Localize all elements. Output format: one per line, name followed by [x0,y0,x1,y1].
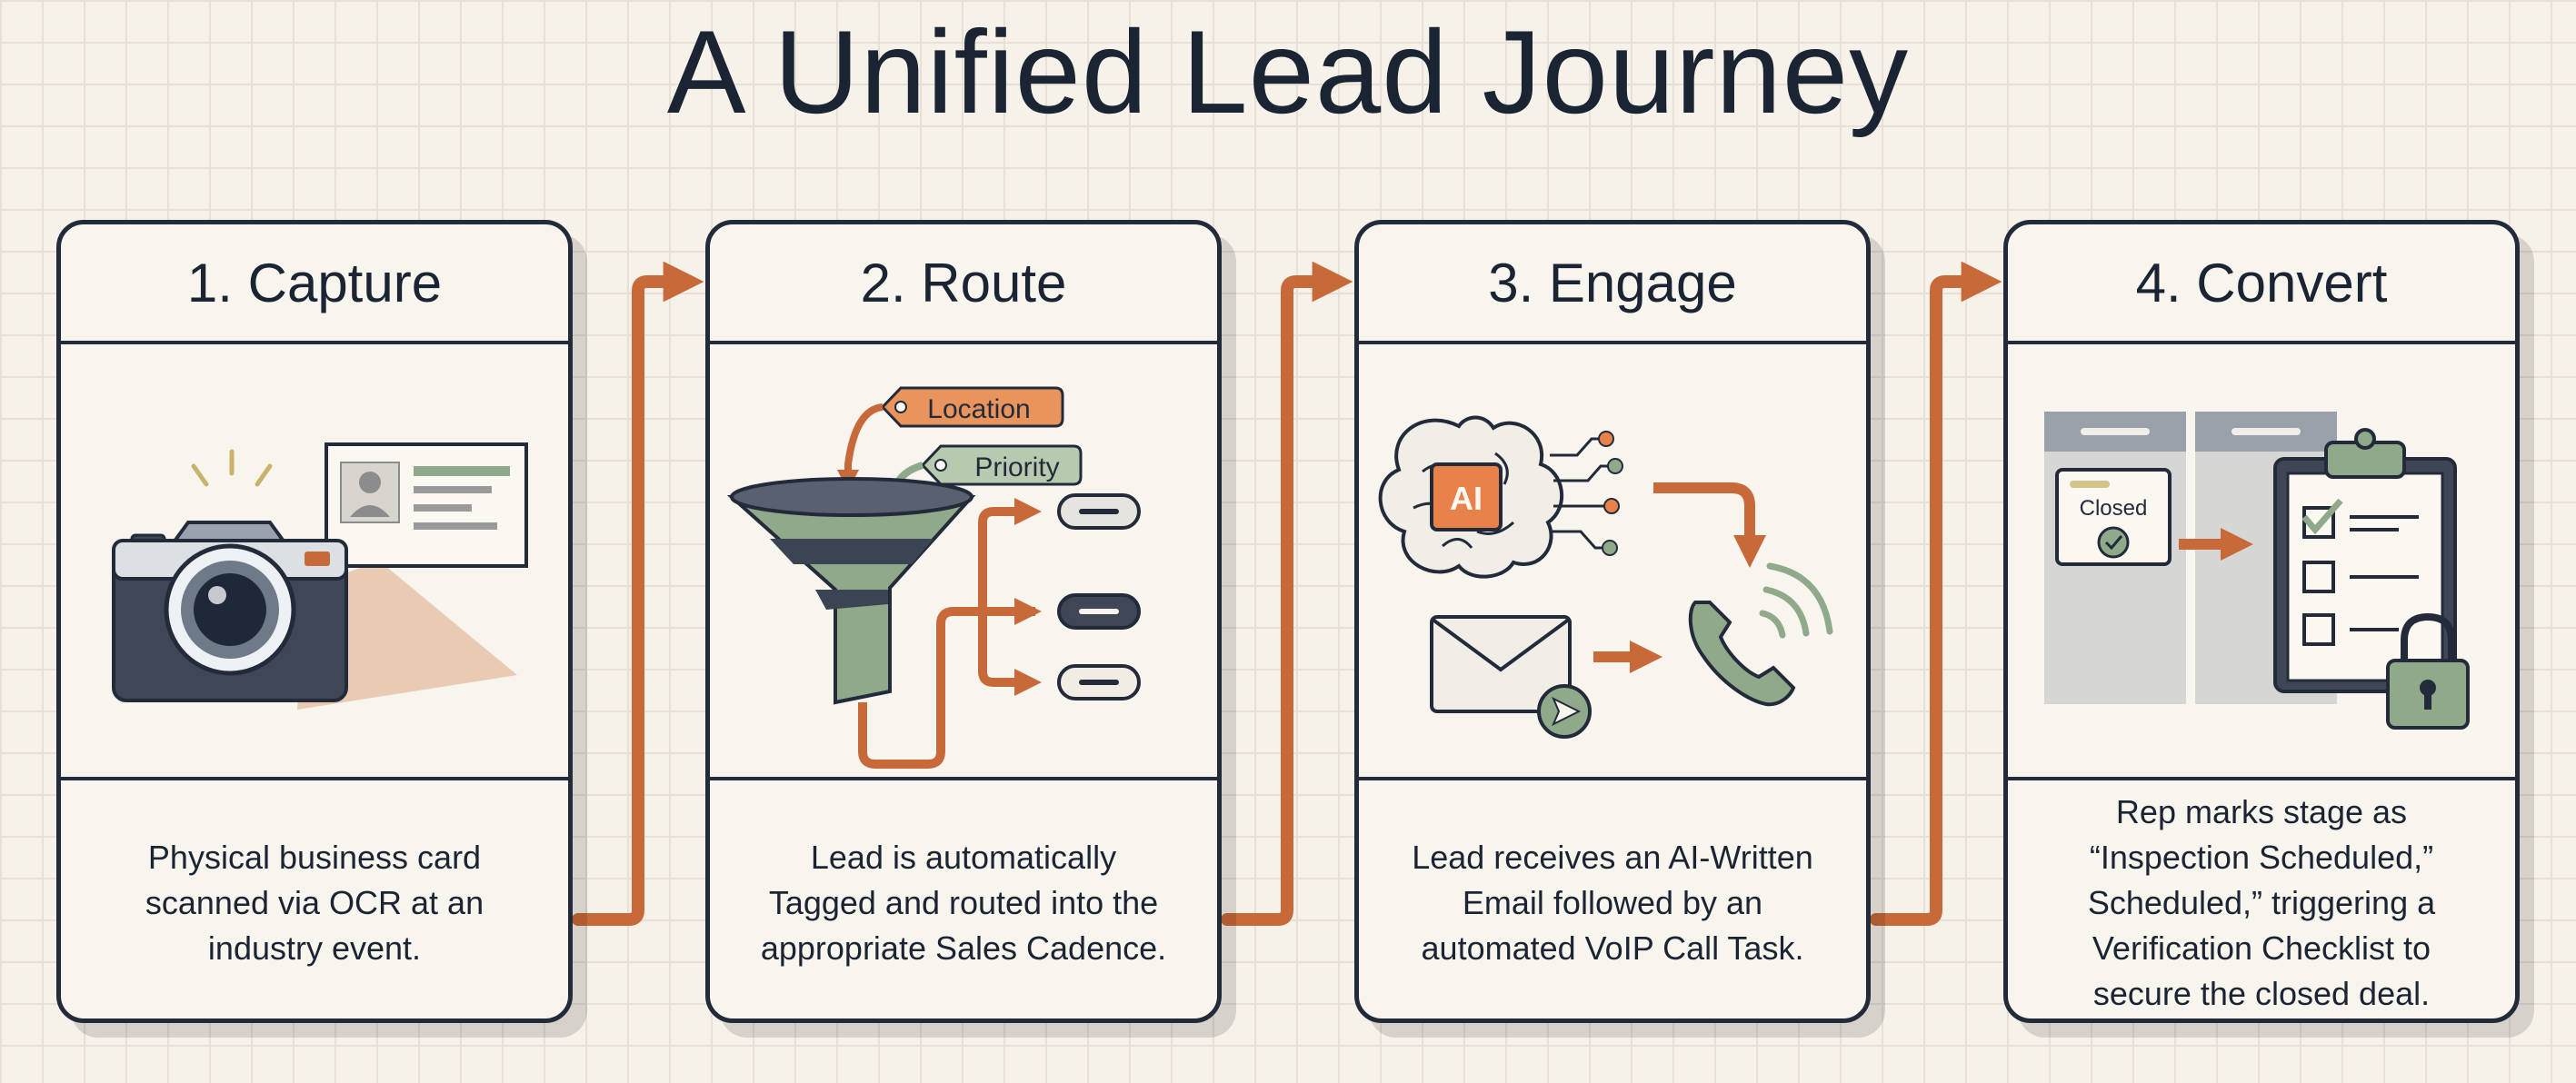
step-description: Rep marks stage as “Inspection Scheduled… [2008,777,2515,1018]
checklist-clipboard-icon [2273,428,2457,693]
step-card-engage: 3. Engage AI [1354,220,1871,1023]
business-card-icon [324,442,528,568]
step-title: 4. Convert [2008,224,2515,344]
description-line: automated VoIP Call Task. [1421,929,1804,967]
page-title: A Unified Lead Journey [666,5,1910,138]
closed-stage-card-icon: Closed [2055,468,2172,566]
description-line: Lead is automatically [810,839,1117,876]
funnel-icon [726,477,976,705]
description-line: Lead receives an AI-Written [1412,839,1813,876]
lock-icon [2386,612,2470,730]
flash-lines-icon [191,449,273,487]
description-line: Tagged and routed into the [768,884,1159,921]
tag-label-priority: Priority [974,452,1059,482]
lane-pill-icon [1057,664,1141,700]
step-title: 1. Capture [61,224,568,344]
scan-beam-icon [297,561,517,710]
tag-label-location: Location [927,394,1030,424]
phone-call-icon [1688,562,1833,707]
camera-icon [112,521,348,702]
description-line: appropriate Sales Cadence. [760,929,1167,967]
step-title: 3. Engage [1359,224,1866,344]
step-description: Lead receives an AI-Written Email follow… [1359,777,1866,1018]
description-line: Rep marks stage as [2115,793,2408,830]
step-card-capture: 1. Capture [56,220,573,1023]
description-line: Physical business card [147,839,482,876]
description-line: industry event. [207,929,422,967]
step-title: 2. Route [710,224,1217,344]
description-line: Email followed by an [1462,884,1763,921]
description-line: secure the closed deal. [2092,975,2431,1012]
connector-arrow-3-4 [1870,261,2002,926]
priority-tag-icon: Priority [920,444,1083,486]
ai-brain-icon: AI [1378,415,1623,579]
connector-arrow-1-2 [572,261,704,926]
lane-pill-icon [1057,593,1141,630]
stage-card-label: Closed [2080,496,2148,521]
connector-arrow-2-3 [1221,261,1353,926]
step-card-route: 2. Route Location Priority [705,220,1222,1023]
description-line: Scheduled,” triggering a [2087,884,2436,921]
send-icon [1537,684,1592,739]
description-line: “Inspection Scheduled,” [2089,839,2434,876]
step-description: Lead is automatically Tagged and routed … [710,777,1217,1018]
step-card-convert: 4. Convert Closed [2003,220,2520,1023]
step-illustration: Location Priority [710,344,1217,777]
email-envelope-icon [1430,615,1572,713]
description-line: scanned via OCR at an [145,884,484,921]
location-tag-icon: Location [880,386,1064,428]
step-illustration [61,344,568,777]
ai-chip-label: AI [1450,480,1483,517]
step-illustration: AI [1359,344,1866,777]
step-description: Physical business card scanned via OCR a… [61,777,568,1018]
description-line: Verification Checklist to [2092,929,2431,967]
lane-pill-icon [1057,493,1141,530]
step-illustration: Closed [2008,344,2515,777]
